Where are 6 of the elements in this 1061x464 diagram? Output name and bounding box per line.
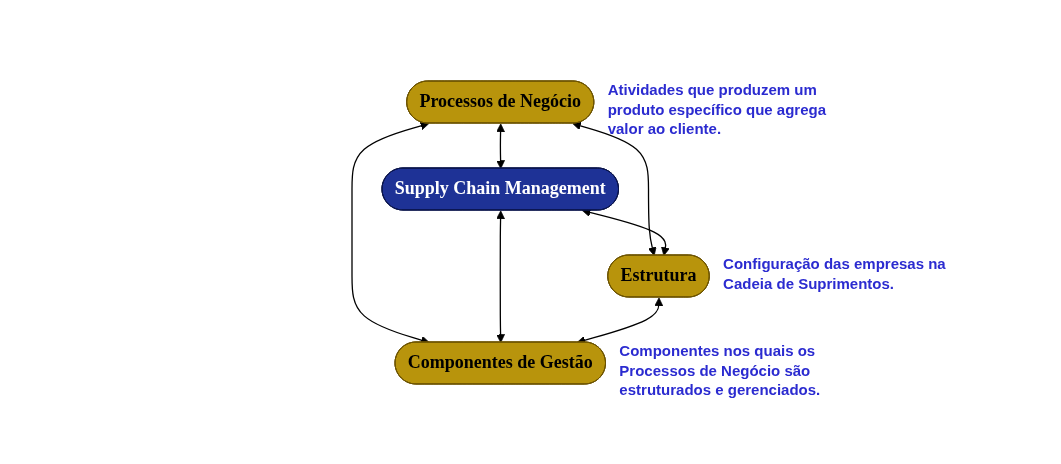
arrow [572, 121, 657, 256]
annotation-text: Componentes nos quais os Processos de Negócio são estruturados e gerenciados. [619, 341, 822, 400]
arrow [496, 210, 505, 343]
annotation-text: Configuração das empresas na Cadeia de Suprimentos. [723, 254, 947, 294]
annotation-text: Atividades que produzem um produto específico que agrega valor ao cliente. [607, 80, 828, 139]
arrow [496, 123, 505, 169]
